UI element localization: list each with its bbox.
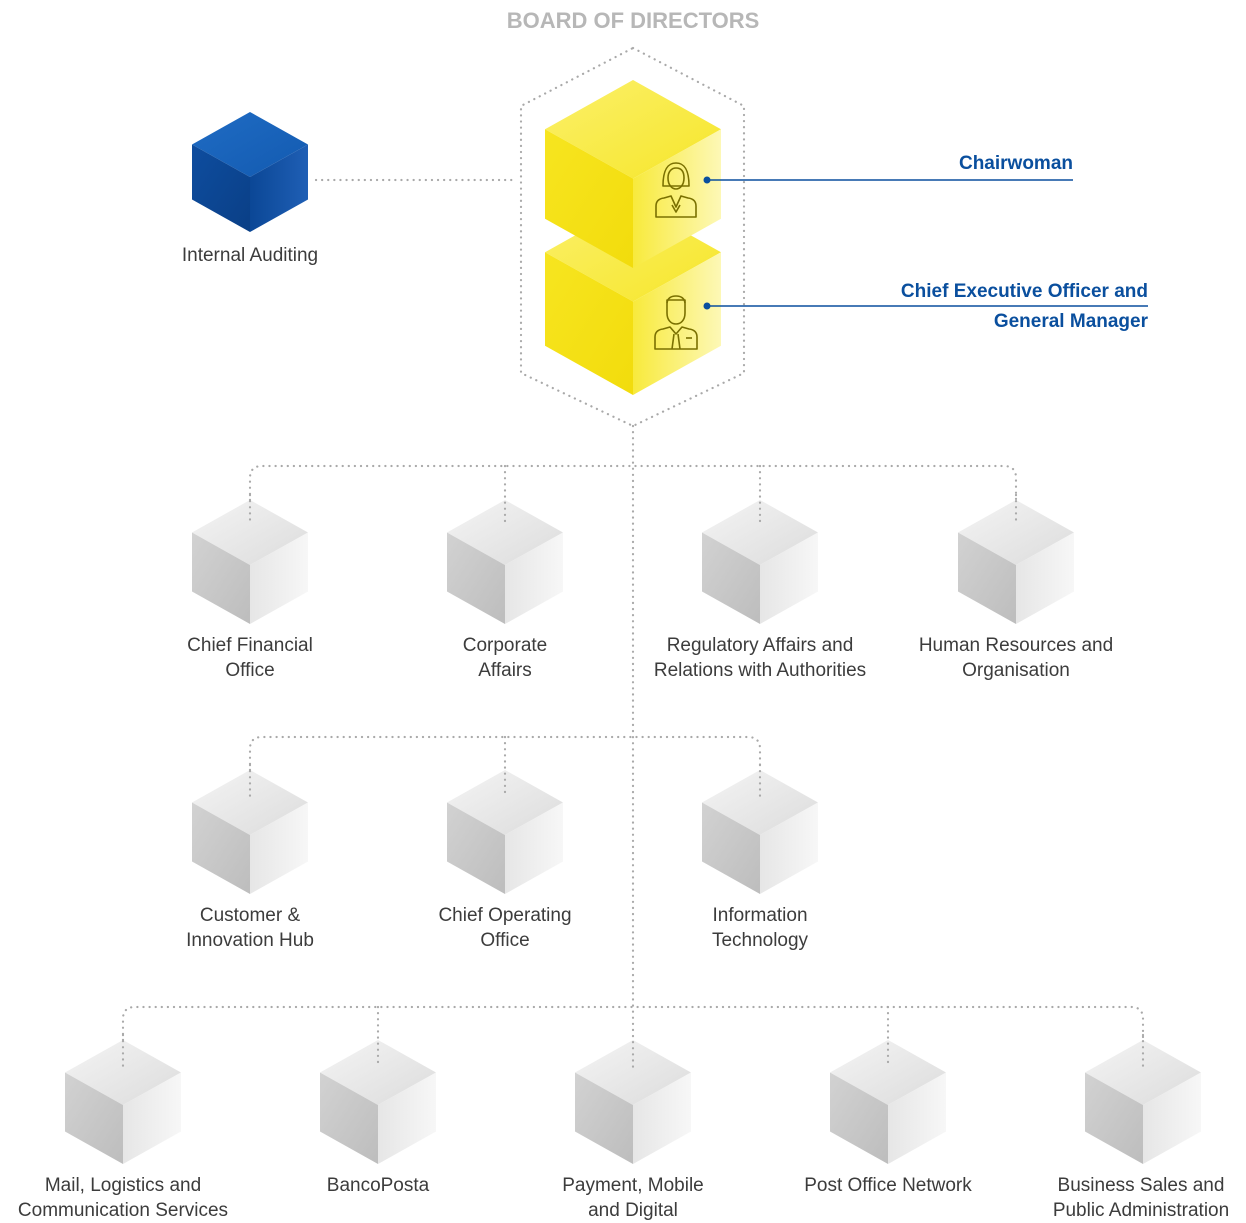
unit-label-chief-operating-office: Chief Operating Office bbox=[395, 903, 615, 953]
unit-cube-row1-3 bbox=[702, 500, 818, 624]
unit-cube-row1-1 bbox=[192, 500, 308, 624]
unit-label-line1: BancoPosta bbox=[326, 1175, 430, 1196]
board-of-directors-title: BOARD OF DIRECTORS bbox=[506, 8, 760, 33]
row1-branch bbox=[248, 464, 1018, 502]
internal-auditing-text: Internal Auditing bbox=[181, 245, 319, 266]
ceo-label-line1: Chief Executive Officer and bbox=[900, 281, 1148, 302]
unit-label-line2: Public Administration bbox=[1052, 1200, 1230, 1221]
unit-cube-row3-4 bbox=[830, 1040, 946, 1164]
unit-label-customer-innovation-hub: Customer & Innovation Hub bbox=[140, 903, 360, 953]
chairwoman-cube bbox=[545, 80, 721, 268]
unit-label-mail-logistics: Mail, Logistics and Communication Servic… bbox=[3, 1173, 243, 1223]
unit-label-corporate-affairs: Corporate Affairs bbox=[395, 633, 615, 683]
unit-cube-row3-2 bbox=[320, 1040, 436, 1164]
unit-label-line1: Mail, Logistics and bbox=[44, 1175, 202, 1196]
man-icon bbox=[654, 295, 698, 350]
unit-label-line1: Post Office Network bbox=[804, 1175, 972, 1196]
row2-branch bbox=[248, 735, 762, 772]
unit-label-line1: Chief Operating bbox=[438, 905, 572, 926]
unit-label-business-sales: Business Sales and Public Administration bbox=[1036, 1173, 1246, 1223]
unit-label-line2: Office bbox=[225, 660, 275, 681]
unit-cube-row2-3 bbox=[702, 770, 818, 894]
unit-cube-row2-2 bbox=[447, 770, 563, 894]
chairwoman-callout-dot bbox=[703, 176, 711, 184]
callout-lines bbox=[703, 176, 1148, 310]
unit-label-line1: Human Resources and bbox=[918, 635, 1114, 656]
ceo-label: Chief Executive Officer and General Mana… bbox=[798, 277, 1148, 337]
internal-auditing-cube bbox=[192, 112, 308, 232]
unit-label-line1: Customer & bbox=[199, 905, 301, 926]
unit-label-line1: Corporate bbox=[462, 635, 548, 656]
unit-label-line2: Affairs bbox=[478, 660, 532, 681]
unit-label-line1: Information bbox=[712, 905, 808, 926]
unit-cube-row3-1 bbox=[65, 1040, 181, 1164]
unit-label-line1: Chief Financial bbox=[187, 635, 313, 656]
unit-label-line2: Communication Services bbox=[17, 1200, 229, 1221]
chairwoman-label: Chairwoman bbox=[873, 149, 1073, 179]
unit-label-line2: Office bbox=[480, 930, 530, 951]
unit-cube-row1-4 bbox=[958, 500, 1074, 624]
unit-cube-row3-5 bbox=[1085, 1040, 1201, 1164]
ceo-label-line2: General Manager bbox=[993, 311, 1148, 332]
unit-label-regulatory-affairs: Regulatory Affairs and Relations with Au… bbox=[630, 633, 890, 683]
internal-auditing-label: Internal Auditing bbox=[150, 243, 350, 268]
unit-label-payment-mobile-digital: Payment, Mobile and Digital bbox=[523, 1173, 743, 1223]
unit-label-line2: Relations with Authorities bbox=[653, 660, 867, 681]
unit-label-line2: and Digital bbox=[588, 1200, 678, 1221]
unit-label-line2: Innovation Hub bbox=[186, 930, 314, 951]
unit-label-information-technology: Information Technology bbox=[650, 903, 870, 953]
unit-label-human-resources: Human Resources and Organisation bbox=[896, 633, 1136, 683]
connector-lines bbox=[121, 46, 1145, 1072]
ceo-callout-dot bbox=[703, 302, 711, 310]
unit-label-bancoposta: BancoPosta bbox=[278, 1173, 478, 1198]
unit-cube-row1-2 bbox=[447, 500, 563, 624]
unit-label-line1: Business Sales and bbox=[1057, 1175, 1225, 1196]
unit-label-chief-financial-office: Chief Financial Office bbox=[140, 633, 360, 683]
woman-icon bbox=[655, 162, 697, 218]
chairwoman-label-text: Chairwoman bbox=[958, 153, 1073, 174]
unit-label-line2: Organisation bbox=[962, 660, 1070, 681]
unit-label-line2: Technology bbox=[711, 930, 809, 951]
unit-label-post-office-network: Post Office Network bbox=[778, 1173, 998, 1198]
unit-cube-row3-3 bbox=[575, 1040, 691, 1164]
unit-label-line1: Payment, Mobile bbox=[562, 1175, 704, 1196]
unit-cube-row2-1 bbox=[192, 770, 308, 894]
unit-label-line1: Regulatory Affairs and bbox=[666, 635, 854, 656]
